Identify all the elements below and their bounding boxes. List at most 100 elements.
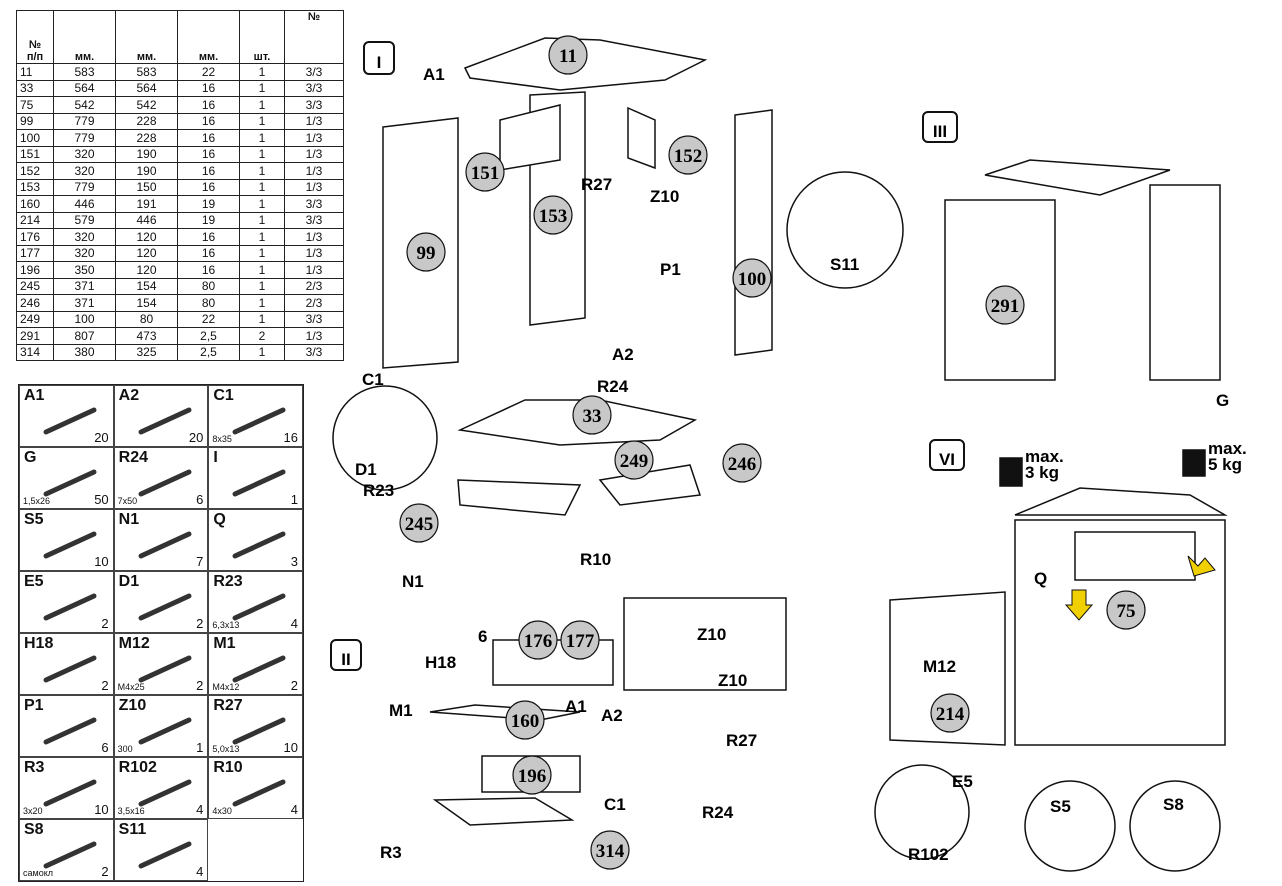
callout-label: R102 — [908, 845, 949, 864]
hardware-code: Q — [213, 511, 226, 528]
runner-detail-box-2 — [623, 597, 787, 691]
hardware-size: M4x25 — [117, 682, 145, 692]
hardware-code: D1 — [118, 573, 140, 590]
table-cell: 320 — [53, 244, 116, 262]
side-panel-100 — [734, 109, 773, 356]
table-cell: 120 — [115, 244, 178, 262]
hardware-size: 3,5x16 — [117, 806, 145, 816]
callout-label: P1 — [660, 260, 681, 279]
part-marker — [399, 503, 439, 543]
callout-label: R24 — [597, 377, 629, 396]
part-number: 246 — [728, 454, 757, 475]
detail-circle-s5 — [1024, 780, 1116, 872]
table-cell: 542 — [115, 96, 178, 114]
hardware-code: R23 — [213, 573, 243, 590]
callout-label: N1 — [402, 572, 424, 591]
table-cell: 371 — [53, 294, 116, 312]
part-marker — [406, 232, 446, 272]
part-marker — [668, 135, 708, 175]
hardware-qty: 10 — [94, 554, 109, 569]
hinge-icon — [43, 593, 97, 621]
col-pack: № — [284, 10, 344, 64]
hex-key-icon — [232, 469, 286, 497]
col-part-number: № п/п — [16, 10, 54, 64]
part-marker — [930, 693, 970, 733]
callout-label: R27 — [726, 731, 757, 750]
weight-limit-label: max. — [1208, 439, 1247, 458]
callout-label: S11 — [830, 255, 859, 274]
felt-pad-icon — [43, 841, 97, 869]
callout-label: R3 — [380, 843, 402, 862]
wood-screw-icon — [232, 779, 286, 807]
table-cell: 380 — [53, 343, 116, 361]
part-number: 11 — [559, 46, 577, 67]
hardware-code: Z10 — [118, 697, 147, 714]
part-marker — [572, 395, 612, 435]
hardware-qty: 10 — [94, 802, 109, 817]
table-cell: 314 — [16, 343, 54, 361]
panel-151 — [499, 104, 561, 171]
wood-screw-icon — [138, 779, 192, 807]
door-214 — [889, 591, 1006, 746]
col-width: мм. — [115, 10, 178, 64]
step-III: III — [933, 122, 947, 141]
arrow-push-icon — [1187, 555, 1216, 577]
callout-label: Q — [1034, 569, 1047, 588]
handle-icon — [43, 655, 97, 683]
detail-circle-hinge — [874, 764, 970, 860]
table-cell: 151 — [16, 145, 54, 163]
part-marker — [1106, 590, 1146, 630]
hardware-size: 300 — [117, 744, 133, 754]
shelf-support-icon — [138, 841, 192, 869]
hardware-qty: 7 — [196, 554, 204, 569]
part-marker — [560, 620, 600, 660]
part-number: 249 — [620, 451, 649, 472]
part-number: 160 — [511, 711, 540, 732]
hardware-qty: 2 — [101, 678, 109, 693]
table-cell: 16 — [177, 129, 240, 147]
hardware-qty: 6 — [101, 740, 109, 755]
part-number: 214 — [936, 704, 965, 725]
hardware-qty: 10 — [283, 740, 298, 755]
hardware-qty: 2 — [290, 678, 298, 693]
glide-nail-icon — [138, 531, 192, 559]
table-cell: 1/3 — [284, 244, 344, 262]
hardware-qty: 6 — [196, 492, 204, 507]
hardware-code: S8 — [24, 821, 44, 838]
drawer-bottom-314 — [432, 797, 575, 826]
table-cell: 371 — [53, 277, 116, 295]
runner-label: Z10 — [697, 625, 726, 644]
table-cell: 320 — [53, 228, 116, 246]
callout-label: A2 — [601, 706, 623, 725]
cam-bolt-icon — [43, 407, 97, 435]
hardware-code: E5 — [24, 573, 44, 590]
cam-lock-icon — [138, 407, 192, 435]
hardware-qty: 4 — [196, 802, 204, 817]
weight-limit-label: max. — [1025, 447, 1064, 466]
callout-label: D1 — [355, 460, 377, 479]
hardware-code: R24 — [118, 449, 149, 466]
nail-icon — [43, 469, 97, 497]
assembled-top — [1014, 487, 1228, 516]
detail-circle-d1 — [332, 385, 438, 491]
table-cell: 246 — [16, 294, 54, 312]
part-number: 153 — [539, 206, 568, 227]
weight-3kg-icon — [999, 457, 1023, 487]
table-cell: 3/3 — [284, 343, 344, 361]
drawer-160-installed — [1074, 531, 1196, 581]
callout-label: S8 — [1163, 795, 1184, 814]
hardware-code: P1 — [24, 697, 44, 714]
